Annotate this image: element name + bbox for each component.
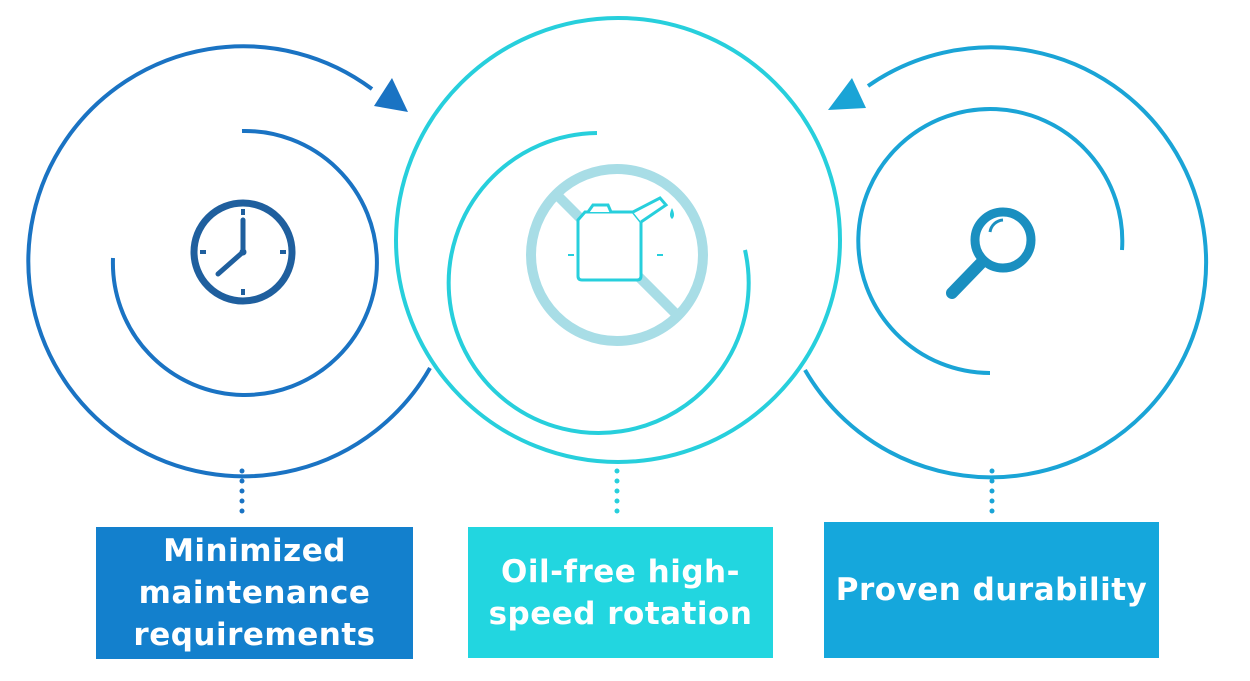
no-oil-can-icon (526, 164, 708, 346)
dotted-connector-center (614, 468, 620, 514)
inner-arc-center (446, 131, 751, 435)
label-oil-free: Oil-free high-speed rotation (488, 553, 753, 632)
outer-arc-right (803, 45, 1209, 480)
dotted-connector-left (239, 468, 245, 514)
dotted-connector-right (989, 468, 995, 514)
magnifying-glass-icon (946, 207, 1036, 299)
inner-circle-right (856, 107, 1125, 375)
arrow-head-left (374, 78, 408, 112)
label-durability: Proven durability (835, 572, 1148, 608)
outer-arc-left (26, 44, 432, 479)
label-box-oil-free: Oil-free high-speed rotation (468, 527, 773, 658)
label-maintenance: Minimized maintenance requirements (133, 533, 376, 653)
node-durability (803, 45, 1209, 514)
inner-arc-left (110, 128, 379, 397)
clock-icon (190, 199, 296, 305)
label-box-durability: Proven durability (824, 522, 1159, 658)
node-maintenance (26, 44, 432, 514)
arrow-head-right (828, 78, 866, 110)
node-oil-free (394, 16, 842, 514)
label-box-maintenance: Minimized maintenance requirements (96, 527, 413, 659)
